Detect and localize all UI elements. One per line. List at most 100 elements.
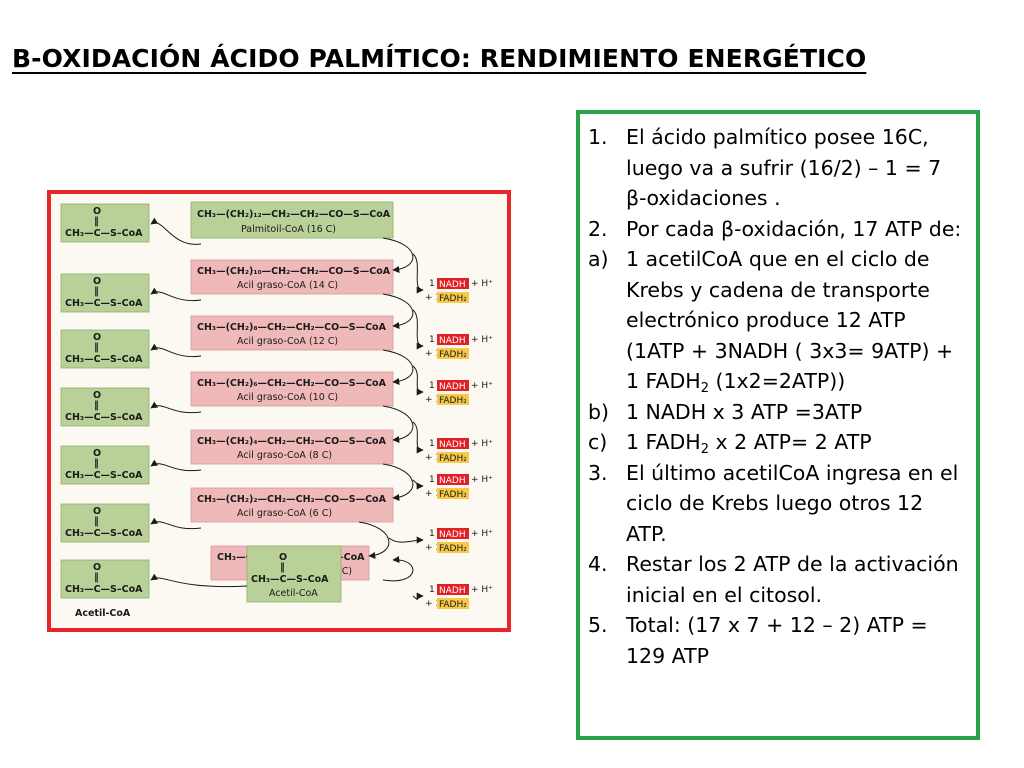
- list-text-subscript: 2: [700, 442, 709, 457]
- final-acetil-coa-double-bond: ‖: [280, 562, 285, 573]
- final-acetil-coa-formula: CH₃—C—S–CoA: [251, 574, 329, 585]
- acetyl-branch-arrow: [150, 217, 202, 245]
- nadh-suffix: + H⁺: [471, 381, 493, 391]
- list-text: El último acetilCoA ingresa en el ciclo …: [626, 460, 959, 546]
- acetyl-coa-formula: CH₃—C—S–CoA: [65, 354, 143, 365]
- beta-oxidation-diagram: .ft { font-family: "DejaVu Sans", sans-s…: [47, 190, 511, 632]
- fadh-label: FADH₂: [439, 454, 467, 464]
- acetyl-coa-oxygen: O: [93, 562, 101, 573]
- acetyl-coa-double-bond: ‖: [94, 216, 99, 227]
- palmitoil-coa-box: [190, 201, 394, 239]
- acyl-coa-name: Acil graso-CoA (8 C): [237, 450, 332, 461]
- fadh-box: [437, 394, 469, 405]
- nadh-label: NADH: [439, 440, 466, 450]
- nadh-suffix: + H⁺: [471, 585, 493, 595]
- list-text: Total: (17 x 7 + 12 – 2) ATP = 129 ATP: [626, 613, 928, 668]
- acetyl-branch-arrow: [150, 459, 202, 472]
- fadh-label: FADH₂: [439, 600, 467, 610]
- list-marker: a): [588, 247, 609, 271]
- list-item: 3.El último acetilCoA ingresa en el cicl…: [588, 458, 966, 550]
- fadh-prefix: + 1: [425, 543, 441, 553]
- acyl-coa-formula: CH₃—(CH₂)₂—CH₂—CH₂—CO—S—CoA: [197, 494, 387, 505]
- nadh-suffix: + H⁺: [471, 279, 493, 289]
- list-text-post: x 2 ATP= 2 ATP: [708, 430, 872, 454]
- products-arrow: [412, 365, 424, 396]
- acyl-coa-name: Acil graso-CoA (10 C): [237, 392, 338, 403]
- final-acetil-coa-name: Acetil-CoA: [269, 588, 318, 599]
- acetyl-coa-oxygen: O: [93, 332, 101, 343]
- acyl-coa-box: [190, 429, 394, 465]
- fadh-prefix: + 1: [425, 293, 441, 303]
- nadh-prefix: 1: [429, 335, 435, 345]
- acetyl-coa-oxygen: O: [93, 276, 101, 287]
- acetyl-coa-double-bond: ‖: [94, 400, 99, 411]
- acyl-coa-name: Acil graso-CoA (14 C): [237, 280, 338, 291]
- nadh-box: [437, 380, 469, 391]
- list-item: 2.Por cada β-oxidación, 17 ATP de:: [588, 214, 966, 245]
- acyl-coa-formula: CH₃—(CH₂)₁₀—CH₂—CH₂—CO—S—CoA: [197, 266, 391, 277]
- list-text: 1 NADH x 3 ATP =3ATP: [626, 399, 863, 424]
- final-acetil-coa-oxygen: O: [279, 552, 287, 563]
- list-marker: 4.: [588, 552, 608, 576]
- acyl-coa-formula: CH₃—(CH₂)₈—CH₂—CH₂—CO—S—CoA: [197, 322, 387, 333]
- nadh-prefix: 1: [429, 475, 435, 485]
- acetyl-branch-arrow: [150, 287, 202, 302]
- fadh-box: [437, 292, 469, 303]
- nadh-prefix: 1: [429, 381, 435, 391]
- products-arrow: [412, 309, 424, 350]
- nadh-box: [437, 584, 469, 595]
- step-arrow: [382, 556, 414, 582]
- nadh-suffix: + H⁺: [471, 529, 493, 539]
- step-arrow: [358, 521, 390, 560]
- list-item: c) 1 FADH2 x 2 ATP= 2 ATP: [588, 427, 966, 458]
- list-marker: b): [588, 399, 610, 424]
- acetyl-branch-arrow: [150, 343, 202, 358]
- products-arrow: [412, 421, 424, 454]
- nadh-box: [437, 528, 469, 539]
- acyl-coa-name: Acil graso-CoA (12 C): [237, 336, 338, 347]
- nadh-label: NADH: [439, 382, 466, 392]
- acetyl-coa-tile: [60, 387, 150, 427]
- fadh-label: FADH₂: [439, 544, 467, 554]
- acyl-coa-formula: CH₃—(CH₂)₄—CH₂—CH₂—CO—S—CoA: [197, 436, 387, 447]
- acetyl-coa-double-bond: ‖: [94, 286, 99, 297]
- acyl-coa-box: [190, 371, 394, 407]
- acetyl-coa-tile: [60, 329, 150, 369]
- acetyl-coa-oxygen: O: [93, 506, 101, 517]
- nadh-suffix: + H⁺: [471, 475, 493, 485]
- acetyl-coa-oxygen: O: [93, 390, 101, 401]
- acetyl-coa-tile: [60, 203, 150, 243]
- nadh-prefix: 1: [429, 585, 435, 595]
- fadh-prefix: + 1: [425, 395, 441, 405]
- fadh-box: [437, 488, 469, 499]
- acyl-coa-formula: CH₃—(CH₂)₆—CH₂—CH₂—CO—S—CoA: [197, 378, 387, 389]
- slide-title: Β-OXIDACIÓN ÁCIDO PALMÍTICO: RENDIMIENTO…: [12, 44, 867, 73]
- acetyl-branch-arrow: [150, 401, 202, 414]
- acetyl-coa-formula: CH₃—C—S–CoA: [65, 528, 143, 539]
- nadh-label: NADH: [439, 476, 466, 486]
- products-arrow: [412, 592, 424, 601]
- explanation-list: 1.El ácido palmítico posee 16C, luego va…: [580, 114, 976, 671]
- acetyl-coa-double-bond: ‖: [94, 458, 99, 469]
- acetyl-coa-double-bond: ‖: [94, 572, 99, 583]
- step-arrow: [382, 237, 414, 274]
- acetyl-coa-formula: CH₃—C—S–CoA: [65, 470, 143, 481]
- acetyl-coa-oxygen: O: [93, 448, 101, 459]
- list-marker: c): [588, 430, 608, 454]
- nadh-box: [437, 438, 469, 449]
- products-arrow: [388, 536, 424, 544]
- step-arrow: [382, 293, 414, 330]
- nadh-prefix: 1: [429, 279, 435, 289]
- fadh-box: [437, 598, 469, 609]
- acetyl-coa-tile: [60, 503, 150, 543]
- fadh-label: FADH₂: [439, 294, 467, 304]
- acetyl-coa-double-bond: ‖: [94, 342, 99, 353]
- list-marker: 1.: [588, 125, 608, 149]
- step-arrow: [382, 405, 414, 444]
- palmitoil-coa-formula: CH₃—(CH₂)₁₂—CH₂—CH₂—CO—S—CoA: [197, 209, 391, 220]
- diagram-svg: .ft { font-family: "DejaVu Sans", sans-s…: [60, 201, 493, 619]
- list-text: 1 FADH2 x 2 ATP= 2 ATP: [626, 427, 966, 458]
- acetyl-coa-tile: [60, 445, 150, 485]
- list-item: a)1 acetilCoA que en el ciclo de Krebs y…: [588, 244, 966, 397]
- nadh-prefix: 1: [429, 529, 435, 539]
